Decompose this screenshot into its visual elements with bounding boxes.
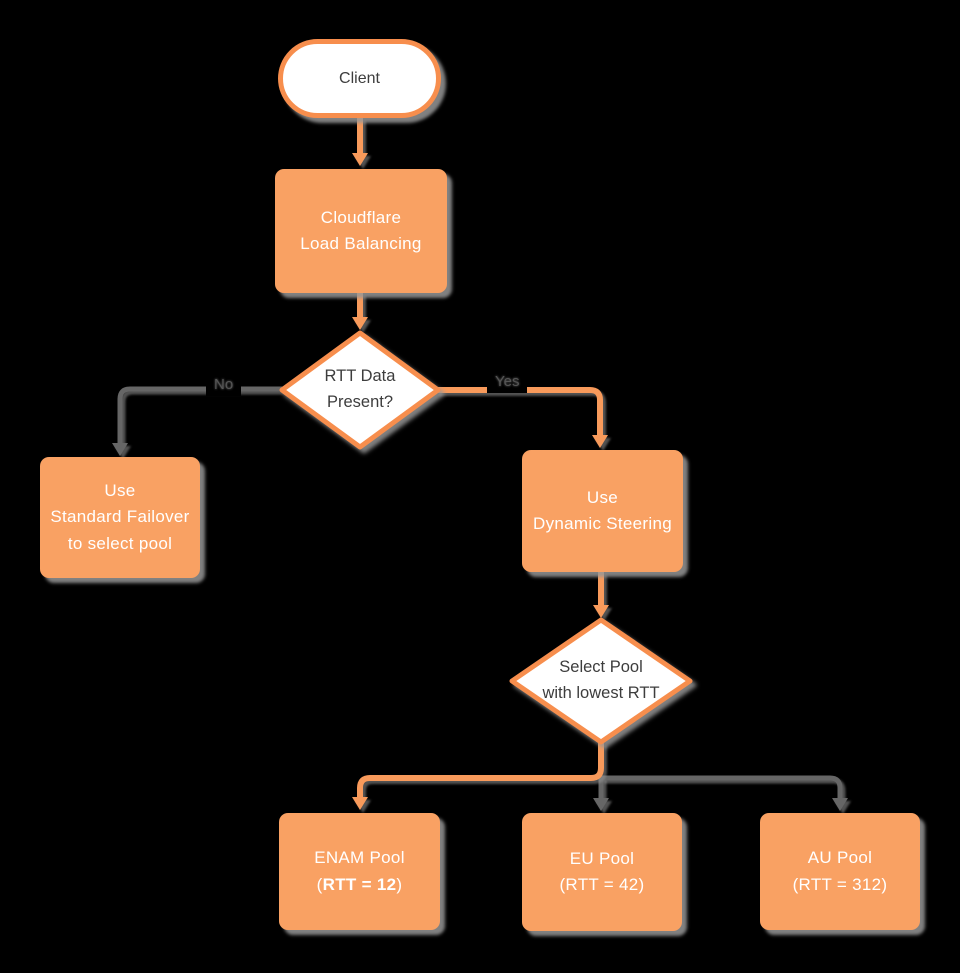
rtt-decision-diamond [279, 330, 441, 450]
rtt-decision-label: RTT Data Present? [324, 367, 396, 411]
failover-line2: Standard Failover [50, 507, 190, 527]
au-line2: (RTT = 312) [792, 874, 888, 894]
arrowhead-selectpool [593, 605, 609, 618]
failover-line3: to select pool [67, 533, 173, 553]
cloudflare-line1: Cloudflare [320, 207, 402, 227]
failover-line1: Use [104, 480, 136, 500]
enam-line2: (RTT = 12) [316, 874, 403, 894]
client-label: Client [339, 69, 380, 87]
arrowhead-decision [352, 317, 368, 330]
enam-line1: ENAM Pool [314, 848, 405, 868]
edge-client-to-loadbalancer [352, 118, 368, 166]
edge-loadbalancer-to-decision [352, 293, 368, 330]
edge-dynamic-to-selectpool [593, 572, 609, 618]
standard-failover-node: Use Standard Failover to select pool [40, 457, 200, 578]
edge-decision-yes-to-dynamic [436, 387, 608, 448]
arrowhead-eu-pool [593, 798, 609, 811]
edge-label-yes: Yes [487, 370, 528, 393]
arrowhead-failover [112, 443, 128, 456]
edge-selectpool-to-enam [352, 742, 604, 810]
eu-line2: (RTT = 42) [559, 875, 645, 894]
dynamic-steering-node: Use Dynamic Steering [522, 450, 683, 572]
edge-label-no: No [206, 373, 242, 396]
client-node: Client [278, 39, 441, 118]
dynamic-line2: Dynamic Steering [533, 514, 672, 533]
arrowhead-dynamic [592, 435, 608, 448]
au-pool-node: AU Pool (RTT = 312) [760, 813, 920, 930]
eu-pool-node: EU Pool (RTT = 42) [522, 813, 682, 931]
eu-line1: EU Pool [569, 848, 635, 868]
edge-junction-to-eu-pool [593, 776, 609, 811]
select-pool-diamond [509, 617, 693, 745]
arrowhead-au-pool [832, 798, 848, 811]
edge-junction-to-au-pool [601, 775, 848, 811]
edge-decision-no-to-failover [112, 386, 284, 456]
arrowhead-loadbalancer [352, 153, 368, 166]
cloudflare-line2: Load Balancing [300, 234, 422, 253]
enam-pool-node: ENAM Pool (RTT = 12) [279, 813, 440, 930]
au-line1: AU Pool [807, 848, 873, 868]
dynamic-line1: Use [586, 487, 619, 507]
cloudflare-load-balancing-node: Cloudflare Load Balancing [275, 169, 447, 293]
arrowhead-enam-pool [352, 797, 368, 810]
enam-rtt-value: RTT = 12 [322, 874, 397, 894]
select-pool-label: Select Pool with lowest RTT [542, 658, 660, 702]
